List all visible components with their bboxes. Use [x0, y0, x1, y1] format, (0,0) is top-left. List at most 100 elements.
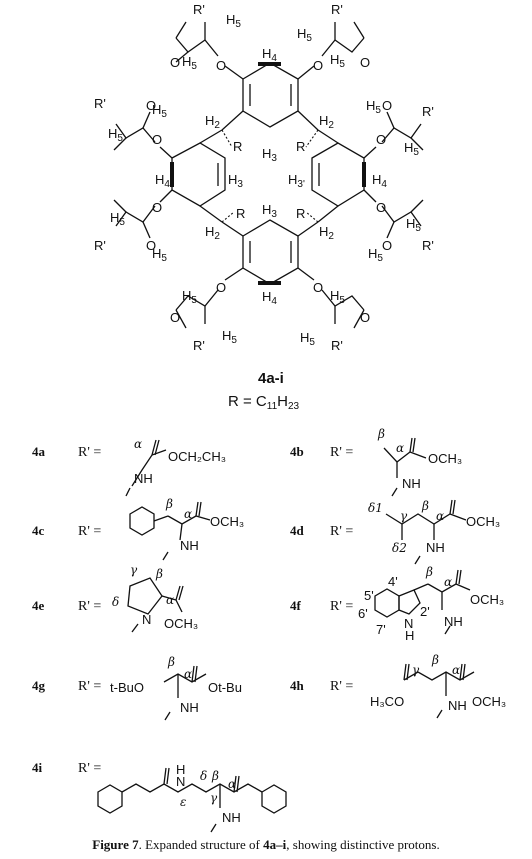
svg-text:NH: NH — [180, 700, 199, 715]
svg-text:NH: NH — [222, 810, 241, 825]
svg-text:4i: 4i — [32, 760, 43, 775]
svg-text:R' =: R' = — [330, 599, 353, 614]
svg-text:H: H — [405, 628, 414, 643]
atom-h5-16: H5 — [300, 330, 315, 348]
atom-h3p-right: H3' — [288, 172, 305, 190]
svg-text:β: β — [425, 565, 433, 579]
calixarene-macrocycle — [113, 21, 424, 329]
svg-text:δ2: δ2 — [392, 541, 407, 555]
atom-h5-1: H5 — [226, 12, 241, 30]
atom-h2-top-left: H2 — [205, 113, 220, 131]
svg-text:ε: ε — [180, 795, 186, 809]
atom-rp-6: R' — [422, 238, 434, 253]
svg-text:NH: NH — [134, 471, 153, 486]
svg-text:α: α — [184, 667, 192, 681]
macrocycle-atom-labels: H4 H4 H4 H4 H3 H3 H3 H3' H2 H2 H2 H2 R R… — [94, 2, 434, 353]
svg-text:N: N — [404, 616, 413, 631]
atom-o-3: O — [152, 132, 162, 147]
svg-text:5': 5' — [364, 588, 374, 603]
svg-text:R' =: R' = — [78, 599, 101, 614]
svg-text:4h: 4h — [290, 678, 305, 693]
svg-text:NH: NH — [180, 538, 199, 553]
atom-h4-bottom: H4 — [262, 289, 277, 307]
svg-text:OCH₂CH₃: OCH₂CH₃ — [168, 449, 226, 464]
svg-text:γ: γ — [412, 663, 420, 677]
svg-text:OCH₃: OCH₃ — [470, 592, 504, 607]
svg-text:NH: NH — [426, 540, 445, 555]
svg-text:7': 7' — [376, 622, 386, 637]
svg-text:6': 6' — [358, 606, 368, 621]
svg-text:δ: δ — [112, 595, 119, 609]
svg-text:β: β — [155, 567, 163, 581]
svg-text:NH: NH — [444, 614, 463, 629]
atom-o-c-7: O — [170, 310, 180, 325]
substituent-4b: 4b R' = β α OCH₃ NH — [290, 427, 462, 497]
atom-h5-12: H5 — [368, 246, 383, 264]
atom-h2-bottom-right: H2 — [319, 224, 334, 242]
atom-h3-bottom: H3 — [262, 202, 277, 220]
svg-text:α: α — [452, 663, 460, 677]
svg-text:β: β — [167, 655, 175, 669]
svg-text:α: α — [436, 509, 444, 523]
svg-text:4c: 4c — [32, 523, 45, 538]
svg-text:δ1: δ1 — [368, 501, 383, 515]
svg-text:t-BuO: t-BuO — [110, 680, 144, 695]
atom-r-1: R — [233, 139, 242, 154]
atom-h5-9: H5 — [366, 98, 381, 116]
atom-h2-top-right: H2 — [319, 113, 334, 131]
atom-h3-left: H3 — [228, 172, 243, 190]
atom-h5-2: H5 — [182, 54, 197, 72]
atom-o-c-6: O — [382, 238, 392, 253]
svg-text:β: β — [431, 653, 439, 667]
atom-r-4: R — [296, 206, 305, 221]
atom-h5-6: H5 — [108, 126, 123, 144]
atom-o-c-3: O — [146, 98, 156, 113]
atom-o-6: O — [376, 200, 386, 215]
atom-o-c-8: O — [360, 310, 370, 325]
svg-text:4f: 4f — [290, 598, 302, 613]
atom-rp-5: R' — [422, 104, 434, 119]
svg-text:4e: 4e — [32, 598, 45, 613]
atom-rp-4: R' — [94, 238, 106, 253]
atom-h5-8: H5 — [152, 246, 167, 264]
svg-text:OCH₃: OCH₃ — [472, 694, 506, 709]
svg-text:H: H — [176, 762, 185, 777]
atom-o-1: O — [216, 58, 226, 73]
svg-text:β: β — [211, 769, 219, 783]
aryl-ring-bottom — [242, 219, 299, 285]
figure-caption: Figure 7. Expanded structure of 4a–i, sh… — [92, 837, 440, 852]
substituent-4d: 4d R' = δ1 γ β α OCH₃ δ2 NH — [290, 499, 500, 565]
atom-o-c-4: O — [146, 238, 156, 253]
atom-h5-5: H5 — [152, 102, 167, 120]
atom-r-3: R — [236, 206, 245, 221]
substituent-4e: 4e R' = γ β δ α N OCH₃ — [32, 563, 198, 633]
svg-text:4': 4' — [388, 574, 398, 589]
atom-h2-bottom-left: H2 — [205, 224, 220, 242]
atom-h5-14: H5 — [222, 328, 237, 346]
svg-text:H₃CO: H₃CO — [370, 694, 404, 709]
atom-o-7: O — [216, 280, 226, 295]
atom-h5-4: H5 — [330, 52, 345, 70]
atom-h5-3: H5 — [297, 26, 312, 44]
atom-rp-7: R' — [193, 338, 205, 353]
svg-text:R' =: R' = — [330, 524, 353, 539]
atom-o-c-5: O — [382, 98, 392, 113]
substituent-4a: 4a R' = α OCH₂CH₃ NH — [32, 437, 226, 497]
svg-text:OCH₃: OCH₃ — [466, 514, 500, 529]
svg-text:4d: 4d — [290, 523, 305, 538]
svg-text:N: N — [176, 774, 185, 789]
atom-h5-15: H5 — [330, 288, 345, 306]
substituent-4h: 4h R' = H₃CO γ β α OCH₃ NH — [290, 653, 506, 719]
svg-text:α: α — [228, 777, 236, 791]
svg-text:α: α — [396, 441, 404, 455]
atom-h4-right: H4 — [372, 172, 387, 190]
svg-text:NH: NH — [402, 476, 421, 491]
svg-text:β: β — [165, 497, 173, 511]
atom-rp-3: R' — [94, 96, 106, 111]
svg-text:α: α — [184, 507, 192, 521]
atom-o-2: O — [313, 58, 323, 73]
svg-text:γ: γ — [400, 509, 408, 523]
atom-rp-8: R' — [331, 338, 343, 353]
atom-o-5: O — [376, 132, 386, 147]
atom-h5-11: H5 — [406, 216, 421, 234]
